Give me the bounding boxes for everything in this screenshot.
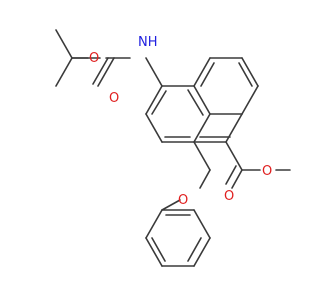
bond xyxy=(145,85,163,115)
benzyl-ether-oxygen-label: O xyxy=(178,193,188,208)
nh-label: NH xyxy=(138,35,158,50)
bond xyxy=(145,57,163,87)
bond xyxy=(238,62,253,87)
bonds xyxy=(55,29,291,267)
molecule-drawing: NH O O O O O xyxy=(55,29,291,267)
bond xyxy=(151,90,167,115)
bond xyxy=(145,209,163,239)
ester-ether-oxygen-label: O xyxy=(262,164,272,179)
bond xyxy=(193,57,211,87)
bond xyxy=(92,57,109,85)
carbamate-carbonyl-oxygen-label: O xyxy=(109,91,119,106)
bond xyxy=(161,199,181,211)
bond xyxy=(200,62,215,87)
bond xyxy=(225,141,243,171)
bond xyxy=(97,57,115,87)
structure-canvas: NH O O O O O xyxy=(55,29,291,267)
bond xyxy=(193,209,211,239)
bond xyxy=(145,237,163,267)
bond xyxy=(145,113,163,143)
bond xyxy=(193,113,211,143)
bond xyxy=(55,57,73,87)
bond xyxy=(151,237,166,262)
ester-carbonyl-oxygen-label: O xyxy=(224,189,234,204)
bond xyxy=(193,141,211,171)
bond xyxy=(187,89,204,116)
bond xyxy=(241,85,259,115)
bond xyxy=(55,29,73,59)
atom-labels: NH O O O O O xyxy=(89,35,272,208)
bond xyxy=(193,237,211,267)
bond xyxy=(187,237,202,262)
bond xyxy=(231,169,243,189)
bond xyxy=(241,57,259,87)
bond xyxy=(199,169,211,189)
bond xyxy=(225,165,237,185)
carbamate-ether-oxygen-label: O xyxy=(89,51,99,66)
bond xyxy=(193,85,211,115)
